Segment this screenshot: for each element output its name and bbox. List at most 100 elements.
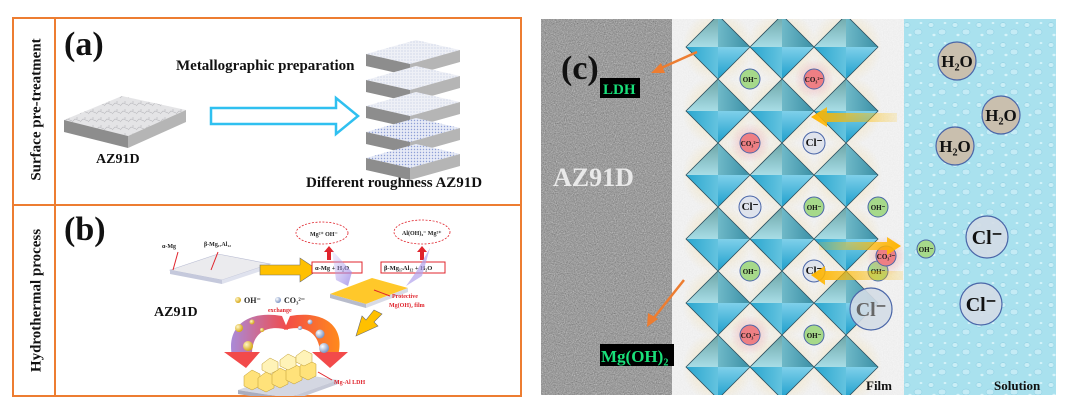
lattice-ion-oh: OH⁻ xyxy=(867,196,889,218)
solution-label: Solution xyxy=(994,378,1041,393)
red-up-arrow-icon xyxy=(417,246,427,260)
svg-text:CO₃²⁻: CO₃²⁻ xyxy=(741,332,760,340)
mg-oh2-film-label: Mg(OH)₂ film xyxy=(389,302,425,309)
octahedron-unit xyxy=(682,203,754,275)
different-roughness-label: Different roughness AZ91D xyxy=(306,175,483,191)
svg-text:Cl⁻: Cl⁻ xyxy=(806,137,823,149)
products-1-label: Mg²⁺ OH⁻ xyxy=(310,231,338,238)
octahedron-unit xyxy=(682,267,754,339)
svg-text:OH⁻: OH⁻ xyxy=(743,76,758,84)
metallographic-preparation-label: Metallographic preparation xyxy=(176,58,355,74)
svg-text:OH⁻: OH⁻ xyxy=(871,204,886,212)
chloride-ion: Cl⁻ xyxy=(849,287,893,331)
side-label-hydrothermal-process: Hydrothermal process xyxy=(28,228,45,373)
lattice-ion-co3: CO₃²⁻ xyxy=(730,315,770,355)
svg-text:CO₃²⁻: CO₃²⁻ xyxy=(741,140,760,148)
frame-divider-vertical xyxy=(54,17,56,397)
octahedron-unit xyxy=(746,267,818,339)
oh-legend-icon xyxy=(235,297,241,303)
az91d-label-b: AZ91D xyxy=(154,305,198,320)
red-up-arrow-icon xyxy=(324,246,334,260)
protective-label: Protective xyxy=(392,294,418,300)
lattice-ion-cl: Cl⁻ xyxy=(802,131,826,155)
panel-c-letter: (c) xyxy=(561,50,599,87)
az91d-label-c: AZ91D xyxy=(553,163,634,192)
lattice-ion-co3: CO₃²⁻ xyxy=(730,123,770,163)
h2o-molecule: H₂O xyxy=(935,126,975,166)
octahedron-unit xyxy=(810,139,882,211)
cl-ingress-arrow-icon xyxy=(811,266,903,285)
chloride-ion: Cl⁻ xyxy=(959,282,1003,326)
reaction-2-text: β-Mg₁₇Al₁₂ + H₂O xyxy=(384,265,432,272)
mg-al-ldh-label: Mg-Al LDH xyxy=(334,380,365,386)
svg-text:Cl⁻: Cl⁻ xyxy=(742,201,759,213)
mg-al-ldh-plate xyxy=(238,349,338,396)
co3-legend-icon xyxy=(275,297,281,303)
lattice-ion-co3: CO₃²⁻ xyxy=(794,59,834,99)
svg-text:H₂O: H₂O xyxy=(985,106,1017,125)
lattice-ion-oh: OH⁻ xyxy=(803,196,825,218)
yellow-diagonal-arrow-icon xyxy=(355,309,383,337)
h2o-molecule: H₂O xyxy=(981,95,1021,135)
stacked-rough-plates xyxy=(366,40,460,180)
mgoh2-tag-text: Mg(OH)₂ xyxy=(601,347,668,366)
lattice-ion-cl: Cl⁻ xyxy=(738,195,762,219)
free-oh-ion: OH⁻ xyxy=(916,239,936,259)
products-2-label: Al(OH)₄⁻ Mg²⁺ xyxy=(402,230,441,237)
ldh-tag xyxy=(600,78,640,98)
side-label-surface-pretreatment: Surface pre-treatment xyxy=(28,38,45,181)
mgoh2-pointer-arrow-icon xyxy=(647,279,685,327)
exchange-arc-left xyxy=(231,314,288,356)
panel-c: OH⁻ CO₃²⁻ CO₃²⁻ Cl⁻ Cl⁻ OH⁻ OH⁻ OH⁻ Cl⁻ CO₃²⁻ OH⁻ C… xyxy=(541,19,1056,395)
lattice-ion-oh: OH⁻ xyxy=(739,68,761,90)
alpha-mg-label: α-Mg xyxy=(162,244,176,250)
svg-text:CO₃²⁻: CO₃²⁻ xyxy=(877,253,896,261)
reaction-1-text: α-Mg + H₂O xyxy=(315,265,349,272)
solution-species: H₂O H₂O H₂O Cl⁻ Cl⁻ Cl⁻ OH⁻ xyxy=(849,41,1021,331)
svg-text:H₂O: H₂O xyxy=(939,137,971,156)
ion-release-arrow-icon xyxy=(819,237,901,255)
octahedron-unit xyxy=(746,203,818,275)
lattice-ions: OH⁻ CO₃²⁻ CO₃²⁻ Cl⁻ Cl⁻ OH⁻ OH⁻ OH⁻ Cl⁻ CO₃²⁻ OH⁻ C… xyxy=(730,59,906,355)
svg-text:OH⁻: OH⁻ xyxy=(743,268,758,276)
panel-b-letter: (b) xyxy=(64,211,106,248)
svg-text:H₂O: H₂O xyxy=(941,52,973,71)
figure-frame-left xyxy=(12,17,522,397)
octahedron-unit xyxy=(810,331,882,395)
film-label: Film xyxy=(866,378,892,393)
octahedron-unit xyxy=(682,19,754,83)
az91d-label-a: AZ91D xyxy=(96,152,140,167)
yellow-arrow-icon xyxy=(259,257,319,283)
svg-text:OH⁻: OH⁻ xyxy=(919,246,934,254)
panel-a-graphics xyxy=(64,40,460,180)
svg-text:Cl⁻: Cl⁻ xyxy=(856,299,887,321)
lattice-ion-oh: OH⁻ xyxy=(739,260,761,282)
svg-text:Cl⁻: Cl⁻ xyxy=(966,294,997,316)
chloride-ion: Cl⁻ xyxy=(965,215,1009,259)
svg-text:OH⁻: OH⁻ xyxy=(807,332,822,340)
mg-oh2-film-plate xyxy=(330,278,408,308)
solution-region xyxy=(904,19,1056,395)
ldh-lattice xyxy=(682,19,882,395)
beta-phase-label: β-Mg₁₇Al₁₂ xyxy=(204,242,231,248)
co3-legend-label: CO₃²⁻ xyxy=(284,296,305,305)
az91d-plate-b xyxy=(168,253,272,284)
panel-b-graphics: α-Mg β-Mg₁₇Al₁₂ Mg²⁺ OH⁻ Al(OH)₄⁻ Mg²⁺ α… xyxy=(162,219,451,396)
exchange-label: exchange xyxy=(268,308,292,314)
svg-text:Cl⁻: Cl⁻ xyxy=(972,227,1003,249)
ldh-tag-text: LDH xyxy=(603,82,636,98)
mgoh2-tag xyxy=(600,344,674,366)
ldh-pointer-arrow-icon xyxy=(651,50,698,73)
az91d-raw-plate xyxy=(64,96,186,148)
panel-a-letter: (a) xyxy=(64,26,104,63)
h2o-molecule: H₂O xyxy=(937,41,977,81)
lattice-ion-oh: OH⁻ xyxy=(803,324,825,346)
svg-text:OH⁻: OH⁻ xyxy=(807,204,822,212)
reaction-box-2 xyxy=(380,261,446,274)
svg-text:CO₃²⁻: CO₃²⁻ xyxy=(805,76,824,84)
hollow-arrow-icon xyxy=(209,95,360,137)
panel-c-graphics: OH⁻ CO₃²⁻ CO₃²⁻ Cl⁻ Cl⁻ OH⁻ OH⁻ OH⁻ Cl⁻ CO₃²⁻ OH⁻ C… xyxy=(541,19,1056,395)
octahedron-unit xyxy=(682,139,754,211)
h2o-ingress-arrow-icon xyxy=(811,107,897,127)
oh-legend-label: OH⁻ xyxy=(244,296,261,305)
